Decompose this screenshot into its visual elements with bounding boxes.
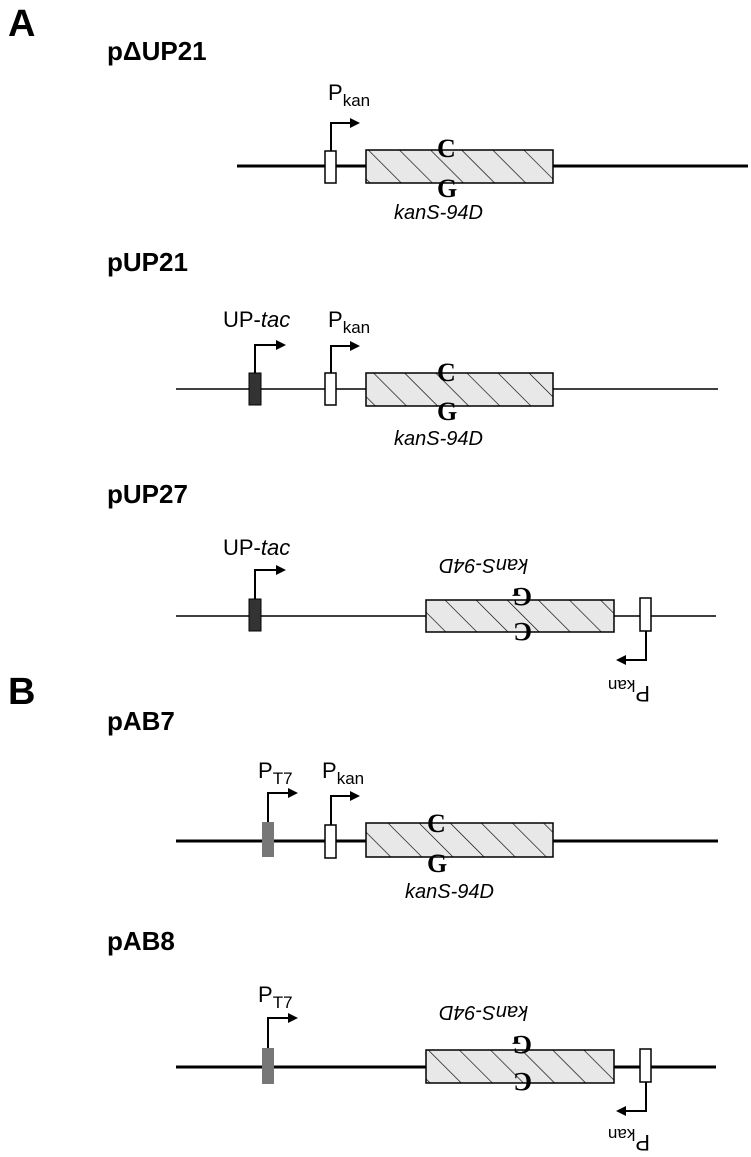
up-tac-label: UP-tac — [223, 535, 290, 560]
pkan-label-inverted: Pkan — [608, 1125, 650, 1155]
base-c: C — [437, 358, 456, 387]
base-c-inverted: C — [513, 617, 532, 646]
construct-pdeltaup21: pΔUP21 Pkan C G kanS-94D — [107, 36, 748, 224]
up-tac-promoter-box — [248, 372, 262, 406]
pkan-arrow — [330, 791, 360, 825]
base-g: G — [437, 397, 457, 426]
up-tac-arrow — [254, 565, 286, 599]
panel-label-b: B — [8, 671, 35, 713]
base-g-inverted: G — [512, 1030, 532, 1059]
t7-promoter-box — [262, 822, 274, 857]
pkan-arrow-reverse — [616, 631, 647, 665]
base-c: C — [513, 1067, 532, 1096]
gene-label-inverted: kanS-94D — [439, 1001, 528, 1023]
gene-label: kanS-94D — [405, 881, 494, 903]
base-g: G — [427, 849, 447, 878]
panel-label-a: A — [8, 3, 35, 45]
pkan-label: Pkan — [328, 80, 370, 110]
pkan-promoter-box — [324, 372, 337, 406]
base-c: C — [513, 617, 532, 646]
kanS-94D-gene-box — [425, 1049, 615, 1084]
pkan-label: Pkan — [608, 676, 650, 706]
construct-name: pUP21 — [107, 247, 188, 277]
base-c: C — [427, 809, 446, 838]
gene-label: kanS-94D — [394, 428, 483, 450]
pkan-promoter-box — [324, 150, 337, 184]
base-g-inverted: G — [512, 582, 532, 611]
pkan-label: Pkan — [322, 758, 364, 788]
construct-name: pAB7 — [107, 706, 175, 736]
pkan-arrow — [330, 341, 360, 373]
construct-pup21: pUP21 UP-tac Pkan C G kanS-94D — [107, 247, 718, 450]
base-g: G — [512, 1030, 532, 1059]
construct-pab7: pAB7 PT7 Pkan C G kanS-94D — [107, 706, 718, 903]
construct-name: pΔUP21 — [107, 36, 207, 66]
pkan-arrow-reverse — [616, 1082, 647, 1116]
construct-pab8: pAB8 PT7 kanS-94D G C Pkan — [107, 926, 716, 1155]
construct-pup27: pUP27 UP-tac kanS-94D G C Pkan — [107, 479, 716, 706]
pkan-promoter-box — [639, 597, 652, 632]
base-c: C — [437, 134, 456, 163]
pkan-promoter-box — [639, 1048, 652, 1083]
kanS-94D-gene-box — [425, 599, 615, 633]
up-tac-arrow — [254, 340, 286, 373]
base-g: G — [512, 582, 532, 611]
pt7-label: PT7 — [258, 758, 293, 788]
gene-label-inverted: kanS-94D — [439, 554, 528, 576]
gene-label: kanS-94D — [394, 202, 483, 224]
construct-name: pUP27 — [107, 479, 188, 509]
kanS-94D-gene-box — [365, 149, 554, 184]
pkan-arrow — [330, 118, 360, 151]
gene-label: kanS-94D — [439, 1001, 528, 1023]
t7-promoter-box — [262, 1048, 274, 1084]
pkan-promoter-box — [324, 824, 337, 859]
base-c-inverted: C — [513, 1067, 532, 1096]
pkan-label: Pkan — [328, 307, 370, 337]
base-g: G — [437, 174, 457, 203]
up-tac-promoter-box — [248, 598, 262, 632]
kanS-94D-gene-box — [365, 372, 554, 407]
pkan-label: Pkan — [608, 1125, 650, 1155]
t7-arrow — [267, 1013, 298, 1048]
gene-label: kanS-94D — [439, 554, 528, 576]
pkan-label-inverted: Pkan — [608, 676, 650, 706]
construct-name: pAB8 — [107, 926, 175, 956]
t7-arrow — [267, 788, 298, 822]
kanS-94D-gene-box — [365, 822, 554, 858]
up-tac-label: UP-tac — [223, 307, 290, 332]
pt7-label: PT7 — [258, 982, 293, 1012]
